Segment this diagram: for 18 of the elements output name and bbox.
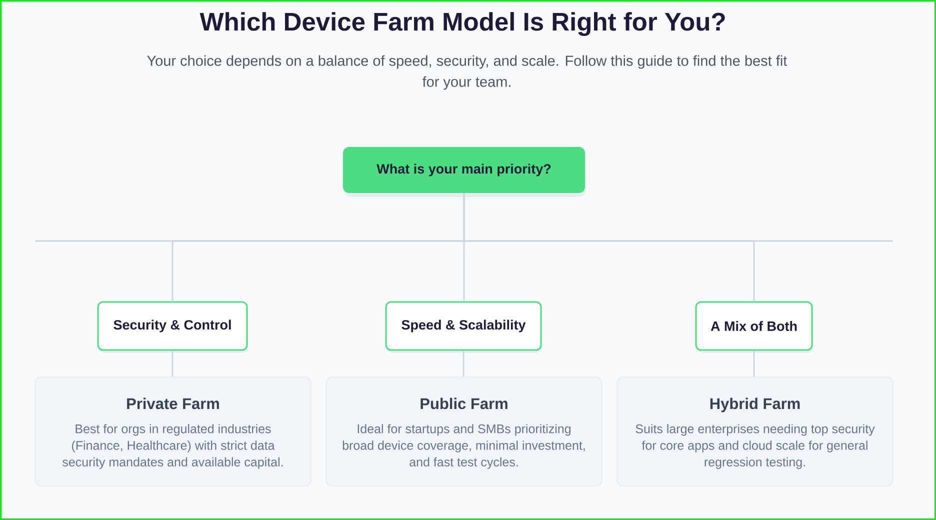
connector-line	[753, 350, 755, 377]
card-title: Private Farm	[127, 398, 219, 410]
result-card	[326, 376, 602, 486]
option-box: A Mix of Both	[695, 301, 813, 353]
title: Which Device Farm Model Is Right for You?	[200, 12, 725, 36]
card-title: Hybrid Farm	[710, 398, 800, 412]
card-title: Public Farm	[420, 398, 508, 410]
result-card	[616, 376, 894, 486]
connector-line	[172, 350, 174, 377]
connector-line	[462, 350, 464, 377]
subtitle: Your choice depends on a balance of speed, security, and scale. Follow this guide to find the best fit for your team.	[147, 55, 788, 90]
card-description: Best for orgs in regulated industries (Finance, Healthcare) with strict data security mandates and available capital.	[62, 424, 283, 469]
option-box: Security & Control	[97, 301, 248, 353]
card-description: Ideal for startups and SMBs prioritizing broad device coverage, minimal investment, and fast test cycles.	[342, 424, 585, 469]
question-box: What is your main priority?	[343, 147, 586, 197]
card-description: Suits large enterprises needing top security for core apps and cloud scale for general regression testing.	[636, 424, 875, 469]
option-box: Speed & Scalability	[385, 301, 542, 353]
result-card	[34, 376, 312, 486]
